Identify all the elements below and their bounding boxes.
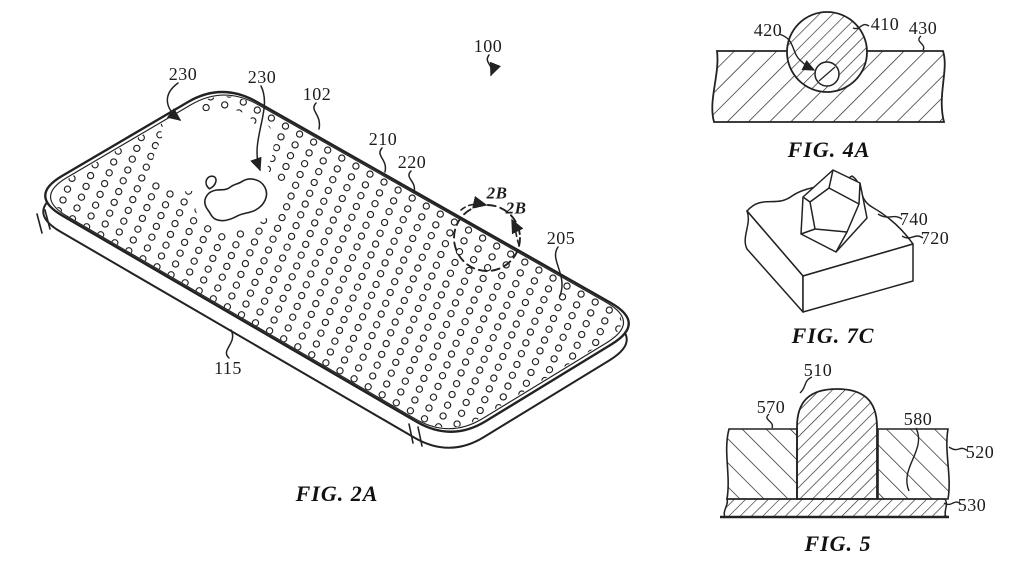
fig7c-block-left-face xyxy=(744,210,804,313)
apple-logo-icon xyxy=(204,175,268,222)
fig5-leader-lines xyxy=(766,376,969,506)
fig7c-leader-lines xyxy=(877,213,924,239)
leader-100 xyxy=(486,54,502,77)
leader-740 xyxy=(877,213,903,220)
fig4a-group xyxy=(711,11,946,123)
ref-label-520: 520 xyxy=(965,442,995,462)
fig5-base-layer xyxy=(723,498,948,518)
fig7c-particle xyxy=(800,169,868,253)
leader-220 xyxy=(408,170,416,193)
ref-label-430: 430 xyxy=(908,18,938,38)
ref-label-530: 530 xyxy=(957,495,987,515)
phone-edge-inner-line xyxy=(50,94,624,430)
fig7c-block-right-face xyxy=(802,243,914,313)
fig-caption-2a: FIG. 2A xyxy=(295,481,379,506)
leader-510 xyxy=(799,376,813,394)
ref-label-102: 102 xyxy=(302,84,332,104)
leader-580 xyxy=(906,427,920,492)
fig-caption-7c: FIG. 7C xyxy=(791,323,875,348)
ref-label-580: 580 xyxy=(903,409,933,429)
leader-530 xyxy=(943,501,962,506)
ref-label-410: 410 xyxy=(870,14,900,34)
leader-230a xyxy=(166,82,182,121)
ref-label-230b: 230 xyxy=(247,67,277,87)
ref-label-740: 740 xyxy=(899,209,929,229)
ref-label-2b-a: 2B xyxy=(486,183,508,203)
leader-430 xyxy=(918,35,925,51)
ref-label-420: 420 xyxy=(753,20,783,40)
fig2a-leader-lines xyxy=(166,54,563,359)
ref-label-510: 510 xyxy=(803,360,833,380)
leader-205 xyxy=(554,246,563,297)
fig4a-particle xyxy=(786,11,868,93)
fig5-right-block xyxy=(877,428,950,500)
ref-label-570: 570 xyxy=(756,397,786,417)
leader-720 xyxy=(901,235,924,239)
ref-label-210: 210 xyxy=(368,129,398,149)
fig5-left-block xyxy=(725,428,798,500)
leader-210 xyxy=(379,147,387,173)
fig2a-phone-figure xyxy=(36,54,630,449)
leader-115 xyxy=(225,329,234,359)
ref-label-100: 100 xyxy=(473,36,503,56)
detail-callout-2b xyxy=(453,195,524,272)
fig-caption-5: FIG. 5 xyxy=(804,531,872,556)
apple-leaf xyxy=(205,175,217,190)
arrow-2b-a xyxy=(460,195,488,211)
fig-caption-4a: FIG. 4A xyxy=(787,137,871,162)
ref-label-230a: 230 xyxy=(168,64,198,84)
ref-label-2b-b: 2B xyxy=(505,198,527,218)
leader-420 xyxy=(778,33,816,71)
leader-102 xyxy=(313,102,321,130)
leader-410 xyxy=(852,23,870,30)
ref-label-205: 205 xyxy=(546,228,576,248)
antenna-lines xyxy=(36,209,423,447)
ref-label-720: 720 xyxy=(920,228,950,248)
leader-230b xyxy=(250,85,266,172)
ref-label-220: 220 xyxy=(397,152,427,172)
fig7c-group xyxy=(744,169,924,313)
fig4a-leader-lines xyxy=(778,23,925,71)
fig5-dome xyxy=(796,388,878,500)
fig5-group xyxy=(720,376,969,519)
arrow-2b-b xyxy=(511,218,524,246)
leader-520 xyxy=(948,446,969,452)
ref-label-115: 115 xyxy=(214,358,242,378)
leader-570 xyxy=(766,413,774,429)
